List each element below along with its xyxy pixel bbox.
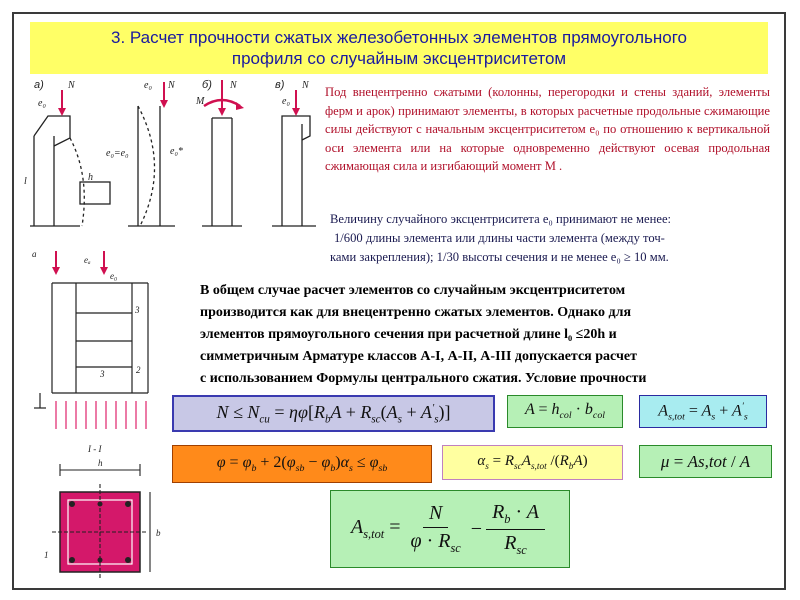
blue-line-1: Величину случайного эксцентриситета e₀ п… — [330, 212, 672, 226]
title-line-1: 3. Расчет прочности сжатых железобетонны… — [111, 28, 687, 47]
label-b: б) — [202, 79, 212, 91]
label-section: I - I — [87, 444, 102, 454]
bold-line-5: с использованием Формулы центрального сж… — [200, 371, 647, 386]
label-N-v: N — [229, 80, 238, 91]
alpha-formula: αs = RscAs,tot /(RbA) — [442, 445, 623, 480]
area-formula: A = hcol · bcol — [507, 395, 623, 428]
bold-paragraph: В общем случае расчет элементов со случа… — [200, 280, 760, 390]
label-h: h — [88, 172, 93, 183]
label-3b: 3 — [99, 369, 105, 379]
red-paragraph: Под внецентренно сжатыми (колонны, перег… — [325, 85, 770, 173]
label-e0-a: e₀ — [38, 98, 46, 109]
phi-formula: φ = φb + 2(φsb − φb)αs ≤ φsb — [172, 445, 432, 483]
label-N-b: N — [167, 80, 176, 91]
total-reinforcement-formula: As,tot = As + A′s — [639, 395, 767, 428]
label-h-section: h — [98, 458, 103, 468]
label-3: 3 — [134, 305, 140, 315]
label-e0-star: e₀* — [170, 146, 183, 157]
strength-condition-formula: N ≤ Ncu = ηφ[RbA + Rsc(As + A′s)] — [172, 395, 495, 432]
bold-line-2: производится как для внецентренно сжатых… — [200, 305, 632, 320]
label-M: M — [195, 96, 205, 107]
label-1: 1 — [44, 550, 49, 560]
label-a: а) — [34, 79, 44, 91]
blue-line-3: ками закрепления); 1/30 высоты сечения и… — [330, 250, 669, 264]
label-2: 2 — [136, 365, 141, 375]
cross-section-figure: I - I h b 1 — [44, 444, 161, 580]
label-e0-frame: e₀ — [110, 271, 117, 281]
label-e0-eq: e₀=e₀ — [106, 148, 129, 159]
blue-line-2: 1/600 длины элемента или длины части эле… — [334, 231, 665, 245]
column-load-figure: а eₐ e₀ 3 3 2 — [32, 249, 149, 429]
label-v: в) — [275, 79, 285, 91]
bold-line-3: элементов прямоугольного сечения при рас… — [200, 327, 617, 342]
bold-line-1: В общем случае расчет элементов со случа… — [200, 283, 626, 298]
bold-line-4: симметричным Арматуре классов А-I, А-II,… — [200, 349, 637, 364]
slide-title: 3. Расчет прочности сжатых железобетонны… — [30, 22, 768, 74]
label-ea: eₐ — [84, 255, 91, 265]
label-e0-g: e₀ — [282, 96, 290, 107]
label-l: l — [24, 176, 27, 187]
mu-formula: μ = As,tot / A — [639, 445, 772, 478]
title-line-2: профиля со случайным эксцентриситетом — [231, 49, 567, 68]
label-N-a: N — [67, 80, 76, 91]
label-a2: а — [32, 249, 37, 259]
label-e0-b: e₀ — [144, 80, 152, 91]
eccentric-columns-figure: а) б) в) N e₀ N — [24, 79, 316, 227]
blue-paragraph: Величину случайного эксцентриситета e₀ п… — [330, 210, 770, 267]
label-N-g: N — [301, 80, 310, 91]
label-b-section: b — [156, 528, 161, 538]
